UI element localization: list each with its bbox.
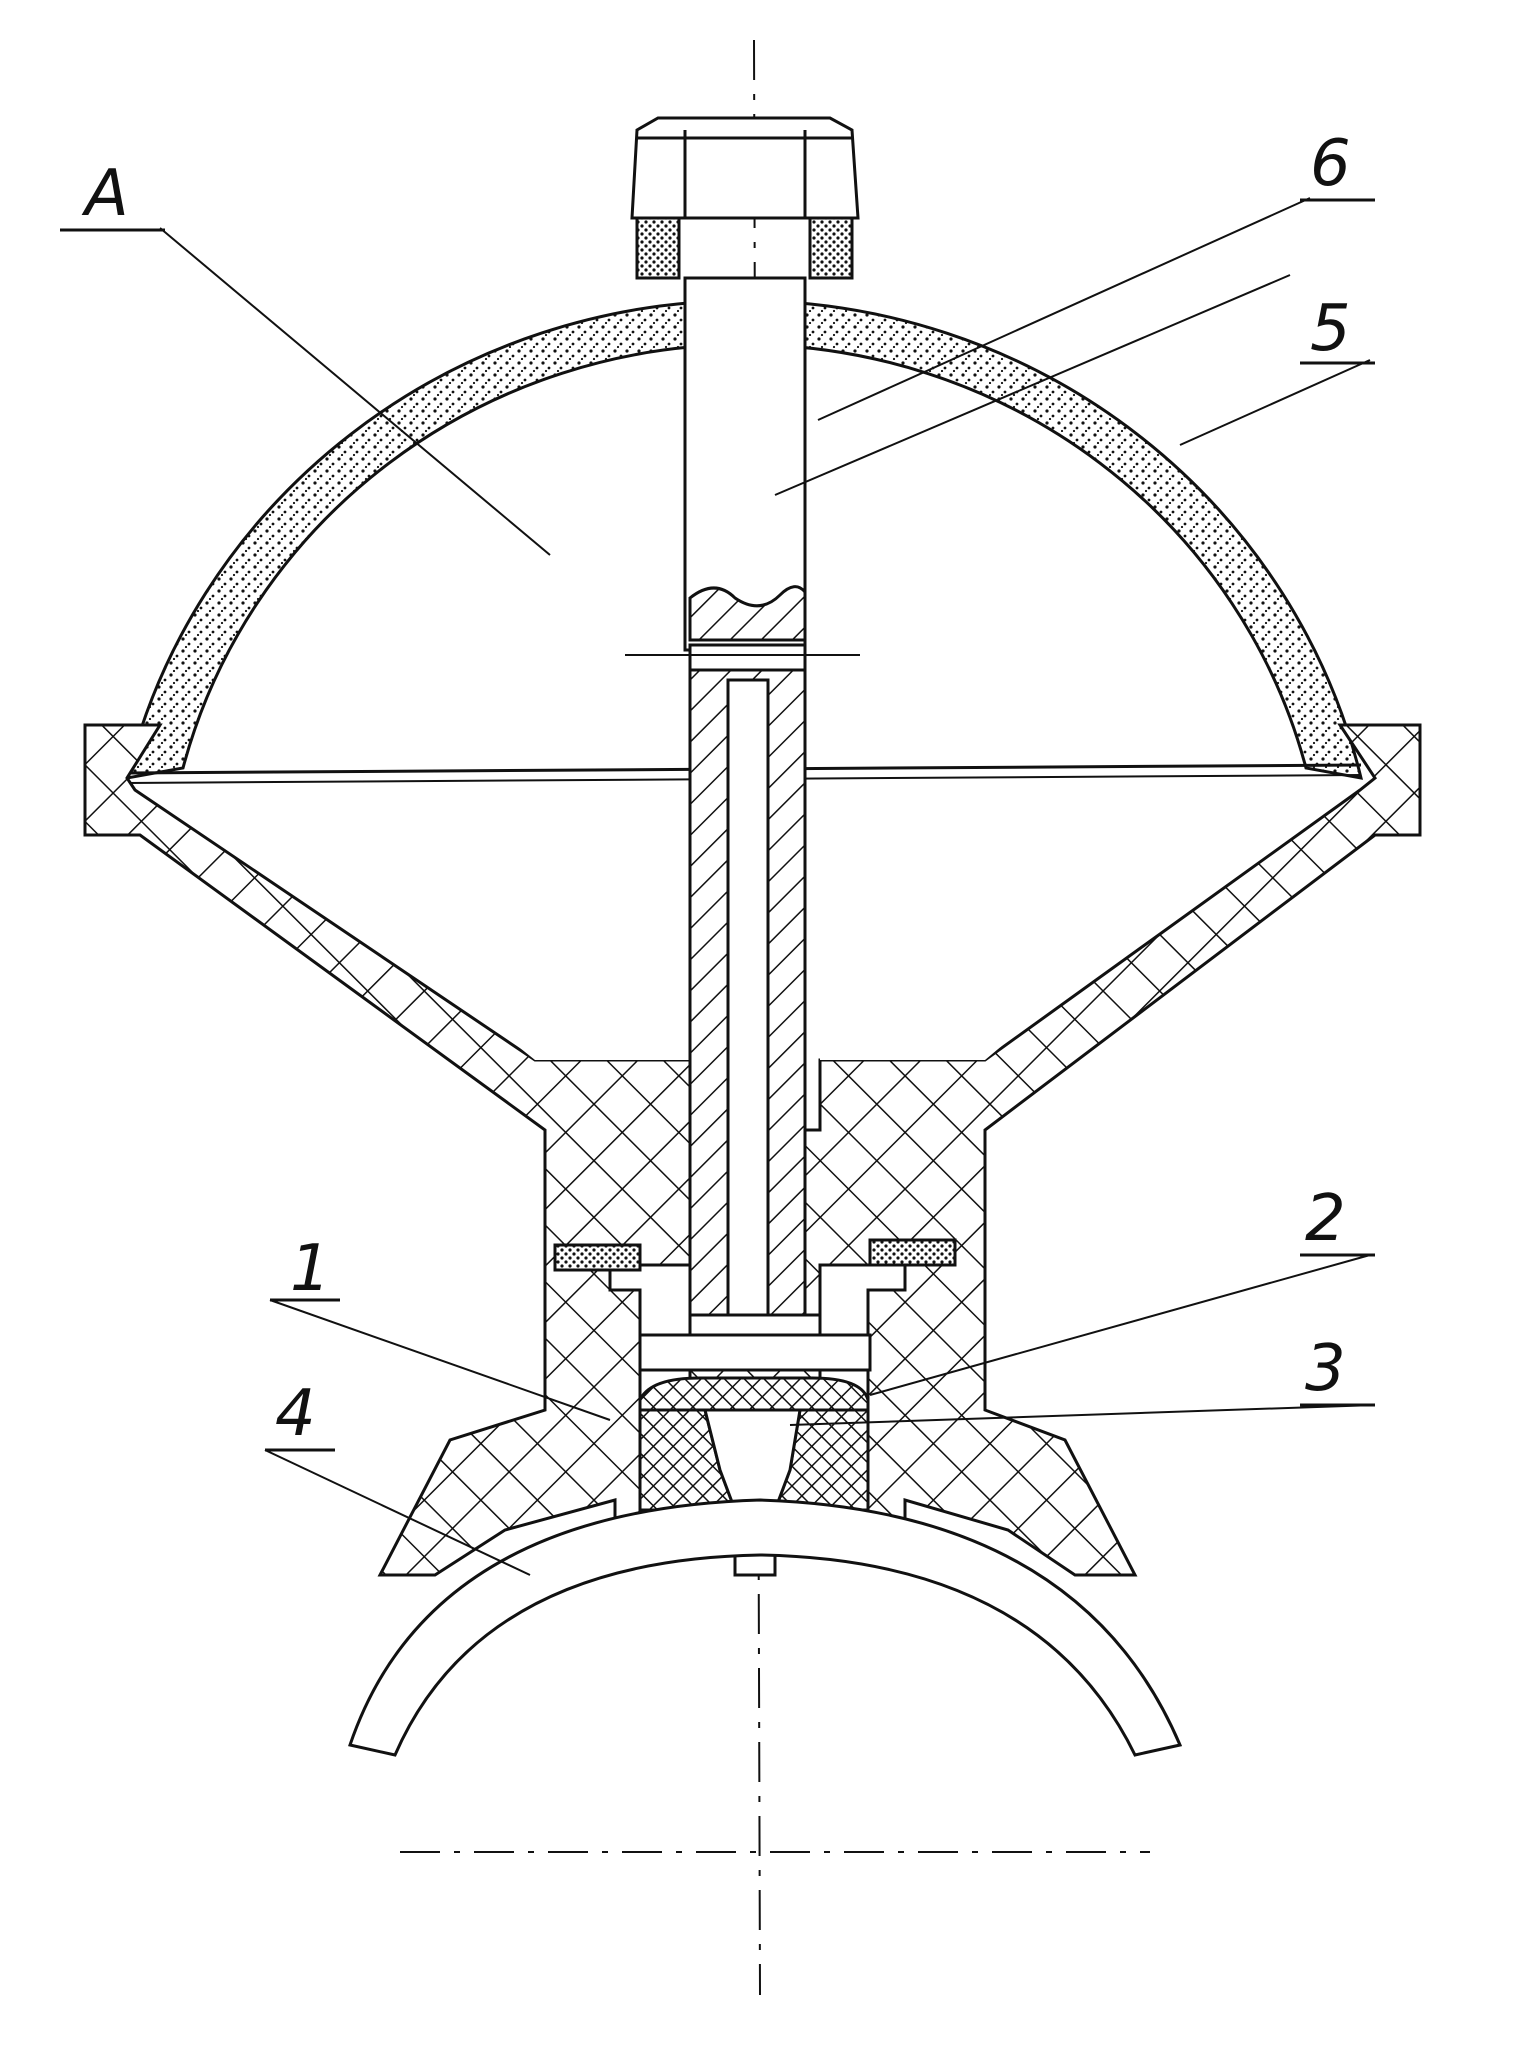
seat-ring-left: [553, 1243, 642, 1272]
leader-1: [269, 1299, 611, 1421]
bolt-seal-left: [635, 216, 681, 280]
leader-6: [817, 197, 1311, 421]
leader-4: [264, 1449, 531, 1576]
label-2: 2: [1305, 1182, 1346, 1256]
valve-disc-step: [688, 1313, 822, 1337]
gasket-top-ring: [638, 1376, 870, 1412]
label-6: 6: [1310, 127, 1351, 201]
leader-6-stem: [774, 274, 1291, 496]
leader-3: [789, 1404, 1376, 1426]
stem-break: [688, 585, 807, 642]
tank-shell: [348, 1498, 1183, 1757]
dome-cover: [124, 299, 1364, 780]
cross-pin: [688, 643, 807, 672]
leader-5: [1179, 359, 1371, 446]
label-A: A: [81, 157, 129, 231]
body-inner-cavity: [205, 795, 1300, 1060]
leader-A: [159, 227, 551, 556]
bolt-seal-right: [808, 216, 854, 280]
label-5: 5: [1310, 292, 1351, 366]
seat-ring-right: [868, 1238, 957, 1267]
label-4: 4: [275, 1377, 316, 1451]
label-3: 3: [1305, 1332, 1346, 1406]
valve-disc: [638, 1333, 872, 1372]
leader-2: [869, 1254, 1371, 1396]
label-1: 1: [290, 1232, 331, 1306]
sleeve-bore: [726, 678, 770, 1337]
bolt-head: [630, 116, 860, 220]
